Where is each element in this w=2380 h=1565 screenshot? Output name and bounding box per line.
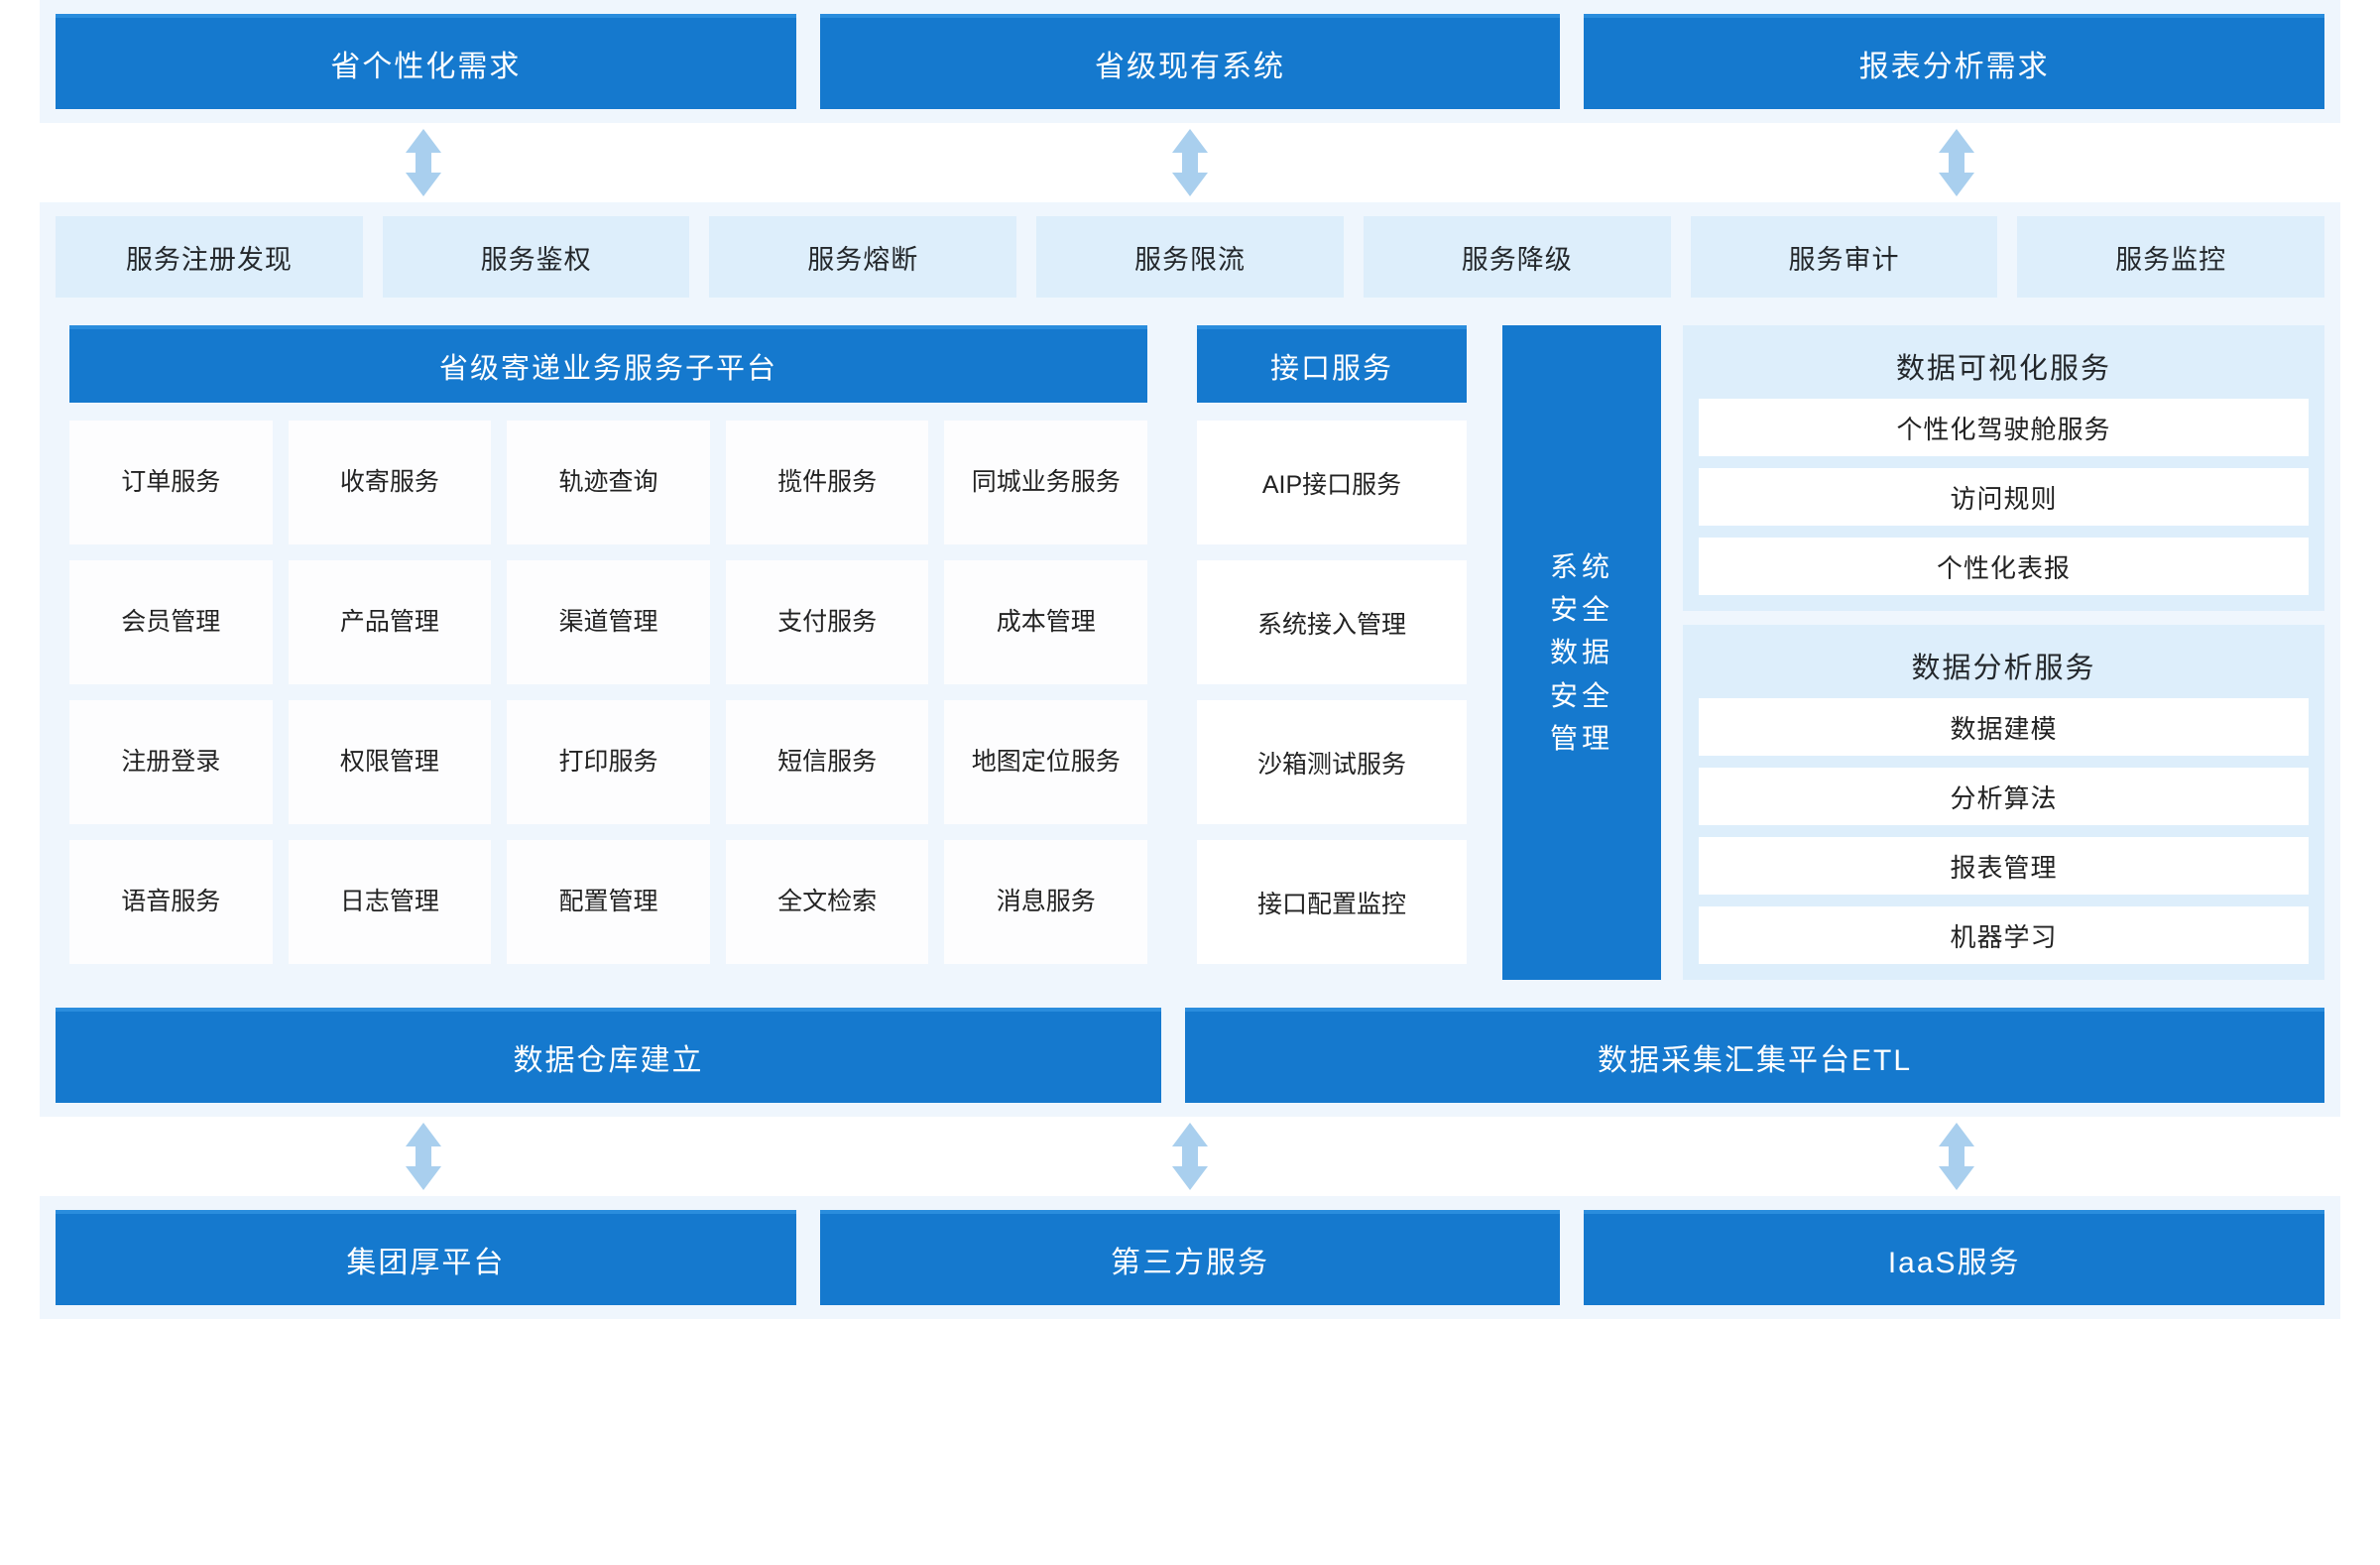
analysis-panel: 数据分析服务 数据建模 分析算法 报表管理 机器学习 (1683, 625, 2324, 980)
top-box-report-analysis[interactable]: 报表分析需求 (1584, 14, 2325, 109)
double-arrow-vertical-icon (1939, 129, 1975, 196)
top-box-provincial-custom[interactable]: 省个性化需求 (56, 14, 796, 109)
service-tile-cost[interactable]: 成本管理 (944, 560, 1147, 684)
security-line-3: 数据 (1549, 637, 1613, 668)
business-service-grid: 订单服务 收寄服务 轨迹查询 揽件服务 同城业务服务 会员管理 产品管理 渠道管… (56, 421, 1161, 980)
visualization-panel: 数据可视化服务 个性化驾驶舱服务 访问规则 个性化表报 (1683, 325, 2324, 611)
interface-services-list: AIP接口服务 系统接入管理 沙箱测试服务 接口配置监控 (1183, 421, 1481, 980)
security-line-1: 系统 (1549, 550, 1613, 582)
visualization-panel-title: 数据可视化服务 (1895, 353, 2111, 385)
service-tile-log[interactable]: 日志管理 (288, 840, 492, 964)
arrow-cell-4 (40, 1117, 806, 1196)
analysis-row-report-mgmt[interactable]: 报表管理 (1699, 837, 2309, 895)
gov-item-rate-limit[interactable]: 服务限流 (1036, 216, 1344, 298)
bottom-arrow-strip (40, 1117, 2340, 1196)
arrow-cell-1 (40, 123, 806, 202)
service-tile-permission[interactable]: 权限管理 (288, 700, 492, 824)
arrow-cell-6 (1574, 1117, 2340, 1196)
service-tile-intracity[interactable]: 同城业务服务 (944, 421, 1147, 544)
visualization-panel-rows: 个性化驾驶舱服务 访问规则 个性化表报 (1699, 399, 2309, 595)
security-management-bar[interactable]: 系统 安全 数据 安全 管理 (1502, 325, 1661, 980)
interface-services-title: 接口服务 (1197, 325, 1467, 403)
service-tile-register-login[interactable]: 注册登录 (69, 700, 273, 824)
analysis-row-machine-learning[interactable]: 机器学习 (1699, 906, 2309, 964)
gov-item-degradation[interactable]: 服务降级 (1363, 216, 1671, 298)
top-arrow-strip (40, 123, 2340, 202)
gov-item-monitor[interactable]: 服务监控 (2017, 216, 2325, 298)
gov-item-auth[interactable]: 服务鉴权 (382, 216, 690, 298)
analysis-row-modeling[interactable]: 数据建模 (1699, 698, 2309, 756)
bottom-box-third-party[interactable]: 第三方服务 (819, 1210, 1561, 1305)
analysis-panel-title: 数据分析服务 (1911, 653, 2096, 684)
security-management-column: 系统 安全 数据 安全 管理 (1502, 325, 1661, 980)
service-tile-pickup[interactable]: 揽件服务 (725, 421, 929, 544)
arrow-cell-5 (806, 1117, 1573, 1196)
analysis-row-algorithm[interactable]: 分析算法 (1699, 768, 2309, 825)
service-tile-payment[interactable]: 支付服务 (725, 560, 929, 684)
business-platform-column: 省级寄递业务服务子平台 订单服务 收寄服务 轨迹查询 揽件服务 同城业务服务 会… (56, 325, 1161, 980)
service-tile-product[interactable]: 产品管理 (288, 560, 492, 684)
main-platform-section: 省级寄递业务服务子平台 订单服务 收寄服务 轨迹查询 揽件服务 同城业务服务 会… (40, 311, 2340, 994)
double-arrow-vertical-icon (1171, 1123, 1208, 1190)
service-tile-track-query[interactable]: 轨迹查询 (507, 421, 710, 544)
bottom-box-iaas[interactable]: IaaS服务 (1584, 1210, 2325, 1305)
infrastructure-row: 集团厚平台 第三方服务 IaaS服务 (40, 1196, 2340, 1319)
service-tile-fulltext-search[interactable]: 全文检索 (725, 840, 929, 964)
analysis-panel-rows: 数据建模 分析算法 报表管理 机器学习 (1699, 698, 2309, 964)
service-tile-voice[interactable]: 语音服务 (69, 840, 273, 964)
top-box-provincial-existing[interactable]: 省级现有系统 (819, 14, 1561, 109)
bottom-box-group-platform[interactable]: 集团厚平台 (56, 1210, 796, 1305)
service-tile-config[interactable]: 配置管理 (507, 840, 710, 964)
service-tile-member[interactable]: 会员管理 (69, 560, 273, 684)
service-governance-band: 服务注册发现 服务鉴权 服务熔断 服务限流 服务降级 服务审计 服务监控 (40, 202, 2340, 311)
arrow-cell-3 (1574, 123, 2340, 202)
service-tile-print[interactable]: 打印服务 (507, 700, 710, 824)
service-tile-message[interactable]: 消息服务 (944, 840, 1147, 964)
service-tile-channel[interactable]: 渠道管理 (507, 560, 710, 684)
data-services-column: 数据可视化服务 个性化驾驶舱服务 访问规则 个性化表报 数据分析服务 数据建模 … (1683, 325, 2324, 980)
double-arrow-vertical-icon (1939, 1123, 1975, 1190)
data-platform-row: 数据仓库建立 数据采集汇集平台ETL (40, 994, 2340, 1117)
service-tile-collect[interactable]: 收寄服务 (288, 421, 492, 544)
viz-row-cockpit[interactable]: 个性化驾驶舱服务 (1699, 399, 2309, 456)
gov-item-circuit-breaker[interactable]: 服务熔断 (709, 216, 1017, 298)
gov-item-registry[interactable]: 服务注册发现 (56, 216, 363, 298)
double-arrow-vertical-icon (405, 129, 441, 196)
arrow-cell-2 (806, 123, 1573, 202)
service-tile-sms[interactable]: 短信服务 (725, 700, 929, 824)
interface-item-system-access[interactable]: 系统接入管理 (1197, 560, 1467, 684)
data-box-etl[interactable]: 数据采集汇集平台ETL (1185, 1008, 2324, 1103)
double-arrow-vertical-icon (1171, 129, 1208, 196)
security-line-2: 安全 (1549, 593, 1613, 625)
double-arrow-vertical-icon (405, 1123, 441, 1190)
gov-item-audit[interactable]: 服务审计 (1690, 216, 1998, 298)
top-requirements-row: 省个性化需求 省级现有系统 报表分析需求 (40, 0, 2340, 123)
interface-item-sandbox-test[interactable]: 沙箱测试服务 (1197, 700, 1467, 824)
interface-item-aip[interactable]: AIP接口服务 (1197, 421, 1467, 544)
service-tile-order[interactable]: 订单服务 (69, 421, 273, 544)
security-line-4: 安全 (1549, 679, 1613, 711)
business-platform-title: 省级寄递业务服务子平台 (69, 325, 1147, 403)
viz-row-custom-report[interactable]: 个性化表报 (1699, 538, 2309, 595)
data-box-warehouse[interactable]: 数据仓库建立 (56, 1008, 1161, 1103)
service-tile-map-location[interactable]: 地图定位服务 (944, 700, 1147, 824)
interface-item-config-monitor[interactable]: 接口配置监控 (1197, 840, 1467, 964)
viz-row-access-rules[interactable]: 访问规则 (1699, 468, 2309, 526)
interface-services-column: 接口服务 AIP接口服务 系统接入管理 沙箱测试服务 接口配置监控 (1183, 325, 1481, 980)
security-line-5: 管理 (1549, 723, 1613, 755)
